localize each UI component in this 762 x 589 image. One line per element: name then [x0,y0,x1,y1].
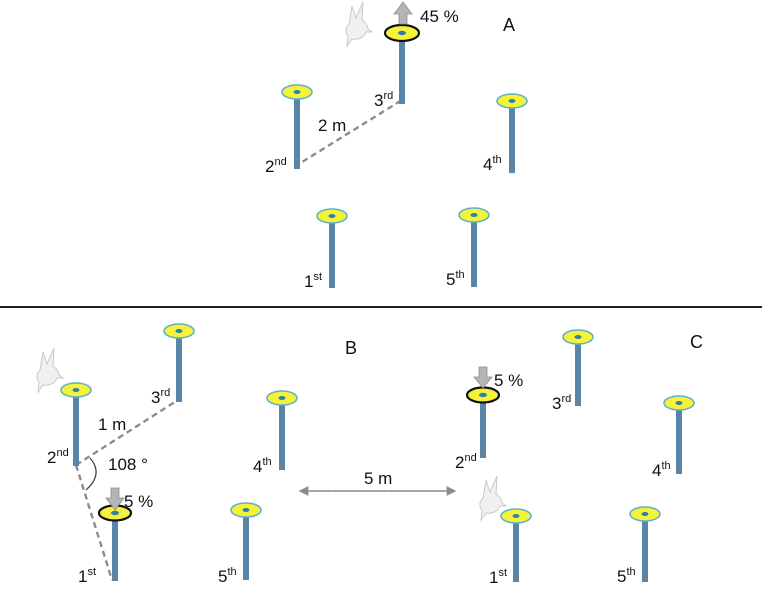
arrow-up-icon [393,1,413,25]
return-line-b [74,464,114,581]
hummingbird-icon [36,347,65,394]
change-label-a: 45 % [420,7,459,26]
panel-c: 5 % 3rd [455,329,695,587]
panel-b: 1 m 108 ° 5 % [36,323,298,586]
feeder-flower-icon [458,207,490,287]
separation-label: 5 m [364,469,392,488]
distance-line-b [75,398,179,467]
feeder-flower-icon [163,323,195,402]
ordinal-label: 1st [304,271,322,291]
ordinal-label: 4th [652,460,671,480]
angle-label-b: 108 ° [108,455,148,474]
ordinal-label: 1st [489,567,507,587]
feeder-flower-icon [383,23,421,104]
panel-a: 2 m 45 % [265,1,528,291]
feeder-flower-icon [663,395,695,474]
change-label-c: 5 % [494,371,523,390]
arrow-down-icon [473,366,493,389]
panel-label-b: B [345,338,357,358]
distance-label-a: 2 m [318,116,346,135]
distance-line-a [293,98,403,169]
hummingbird-icon [345,1,374,48]
ordinal-label: 4th [253,456,272,476]
feeder-flower-icon [629,506,661,582]
ordinal-label: 3rd [374,90,393,110]
feeder-flower-icon [230,502,262,580]
feeder-flower-icon [500,508,532,582]
hummingbird-icon [479,475,508,522]
feeder-flower-icon [60,382,92,466]
change-label-b: 5 % [124,492,153,511]
ordinal-label: 4th [483,154,502,174]
ordinal-label: 2nd [455,452,477,472]
feeder-flower-icon [465,386,501,458]
ordinal-label: 3rd [151,387,170,407]
ordinal-label: 2nd [47,447,69,467]
ordinal-label: 5th [617,566,636,586]
ordinal-label: 5th [218,566,237,586]
arrow-down-icon [105,487,125,511]
ordinal-label: 2nd [265,156,287,176]
distance-label-b: 1 m [98,415,126,434]
feeder-flower-icon [562,329,594,406]
feeder-flower-icon [97,504,133,581]
ordinal-label: 1st [78,566,96,586]
ordinal-label: 5th [446,269,465,289]
panel-label-a: A [503,15,515,35]
separation-indicator: 5 m [298,469,457,496]
feeder-flower-icon [496,93,528,173]
feeder-flower-icon [266,390,298,470]
panel-label-c: C [690,332,703,352]
feeder-flower-icon [316,208,348,288]
ordinal-label: 3rd [552,393,571,413]
angle-arc [85,457,97,491]
feeder-flower-icon [281,84,313,169]
